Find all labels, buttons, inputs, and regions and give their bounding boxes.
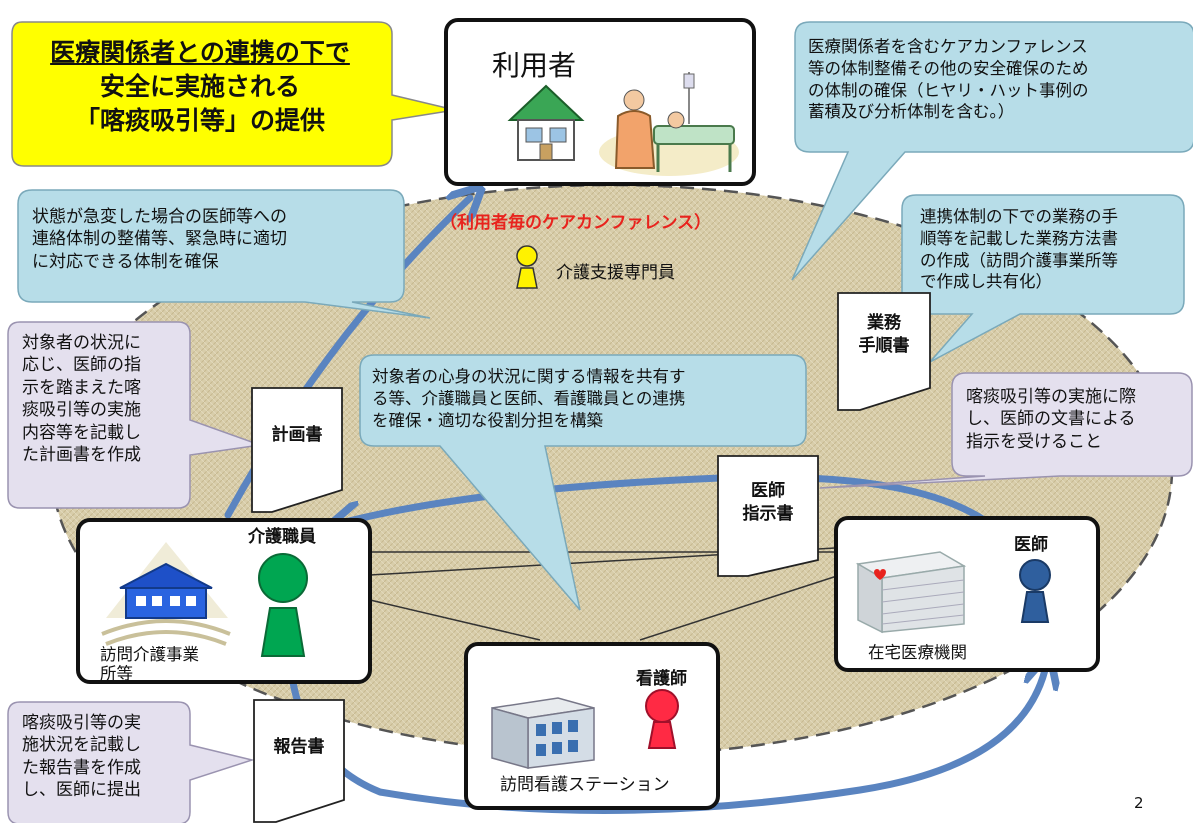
page-number: 2	[1134, 794, 1144, 812]
doctor-instruction-callout-shape	[819, 372, 1193, 489]
nursing-station-building-icon	[491, 697, 595, 769]
report-doc: 報告書	[254, 736, 344, 766]
doctor-instruction-callout-text: 喀痰吸引等の実施に際 し、医師の文書による 指示を受けること	[966, 387, 1136, 452]
nurse-role: 看護師	[636, 669, 687, 689]
doctor-instruction-doc: 医師 指示書	[718, 480, 818, 540]
procedure-manual-label: 業務 手順書	[858, 313, 910, 356]
headline-line2: 安全に実施される	[99, 71, 300, 101]
clinic-box: 医師 在宅医療機関	[834, 516, 1100, 672]
care-office-name: 訪問介護事業 所等	[100, 645, 199, 683]
procedure-callout-shape	[901, 194, 1185, 363]
headline: 医療関係者との連携の下で 安全に実施される 「喀痰吸引等」の提供	[14, 36, 386, 137]
nursing-station-name: 訪問看護ステーション	[500, 775, 670, 795]
nurse-icon	[645, 689, 679, 749]
user-label: 利用者	[492, 49, 577, 82]
care-manager-label: 介護支援専門員	[556, 263, 675, 283]
safety-callout-text: 医療関係者を含むケアカンファレンス 等の体制整備その他の安全確保のため の体制の…	[808, 37, 1089, 122]
procedure-manual-doc: 業務 手順書	[838, 312, 930, 372]
house-icon	[507, 84, 585, 161]
care-office-box: 介護職員 訪問介護事業 所等	[76, 518, 372, 684]
hospital-building-icon	[855, 551, 967, 634]
care-worker-role: 介護職員	[248, 527, 316, 547]
headline-callout-shape	[11, 21, 456, 167]
info-sharing-callout-shape	[359, 354, 807, 611]
user-box: 利用者	[444, 18, 756, 186]
doctor-instruction-doc-shape	[717, 455, 819, 577]
nursing-station-box: 看護師 訪問看護ステーション	[464, 642, 720, 810]
bedside-care-icon	[599, 72, 739, 176]
clinic-name: 在宅医療機関	[868, 643, 967, 662]
report-doc-shape	[253, 699, 345, 823]
doctor-role: 医師	[1014, 535, 1048, 555]
plan-doc-label: 計画書	[271, 425, 323, 445]
procedure-manual-doc-shape	[837, 292, 931, 411]
procedure-callout-text: 連携体制の下での業務の手 順等を記載した業務方法書 の作成（訪問介護事業所等 で…	[920, 207, 1118, 292]
report-callout-text: 喀痰吸引等の実 施状況を記載し た報告書を作成 し、医師に提出	[22, 713, 141, 801]
doctor-instruction-doc-label: 医師 指示書	[742, 481, 794, 524]
report-callout-shape	[7, 701, 255, 823]
plan-callout-shape	[7, 321, 261, 509]
emergency-callout-shape	[17, 189, 431, 319]
care-worker-icon	[258, 553, 308, 657]
plan-doc: 計画書	[252, 424, 342, 454]
care-office-building-icon	[101, 542, 231, 646]
report-doc-label: 報告書	[273, 737, 325, 757]
emergency-callout-text: 状態が急変した場合の医師等への 連絡体制の整備等、緊急時に適切 に対応できる体制…	[32, 207, 287, 272]
headline-line3: 「喀痰吸引等」の提供	[74, 105, 325, 135]
info-sharing-callout-text: 対象者の心身の状況に関する情報を共有す る等、介護職員と医師、看護職員との連携 …	[372, 367, 686, 430]
plan-callout-text: 対象者の状況に 応じ、医師の指 示を踏まえた喀 痰吸引等の実施 内容等を記載し …	[22, 333, 141, 466]
doctor-icon	[1019, 559, 1051, 623]
plan-doc-shape	[251, 387, 343, 513]
care-manager-icon	[516, 245, 538, 289]
conference-label: （利用者毎のケアカンファレンス）	[440, 213, 712, 233]
headline-line1: 医療関係者との連携の下で	[50, 38, 350, 67]
